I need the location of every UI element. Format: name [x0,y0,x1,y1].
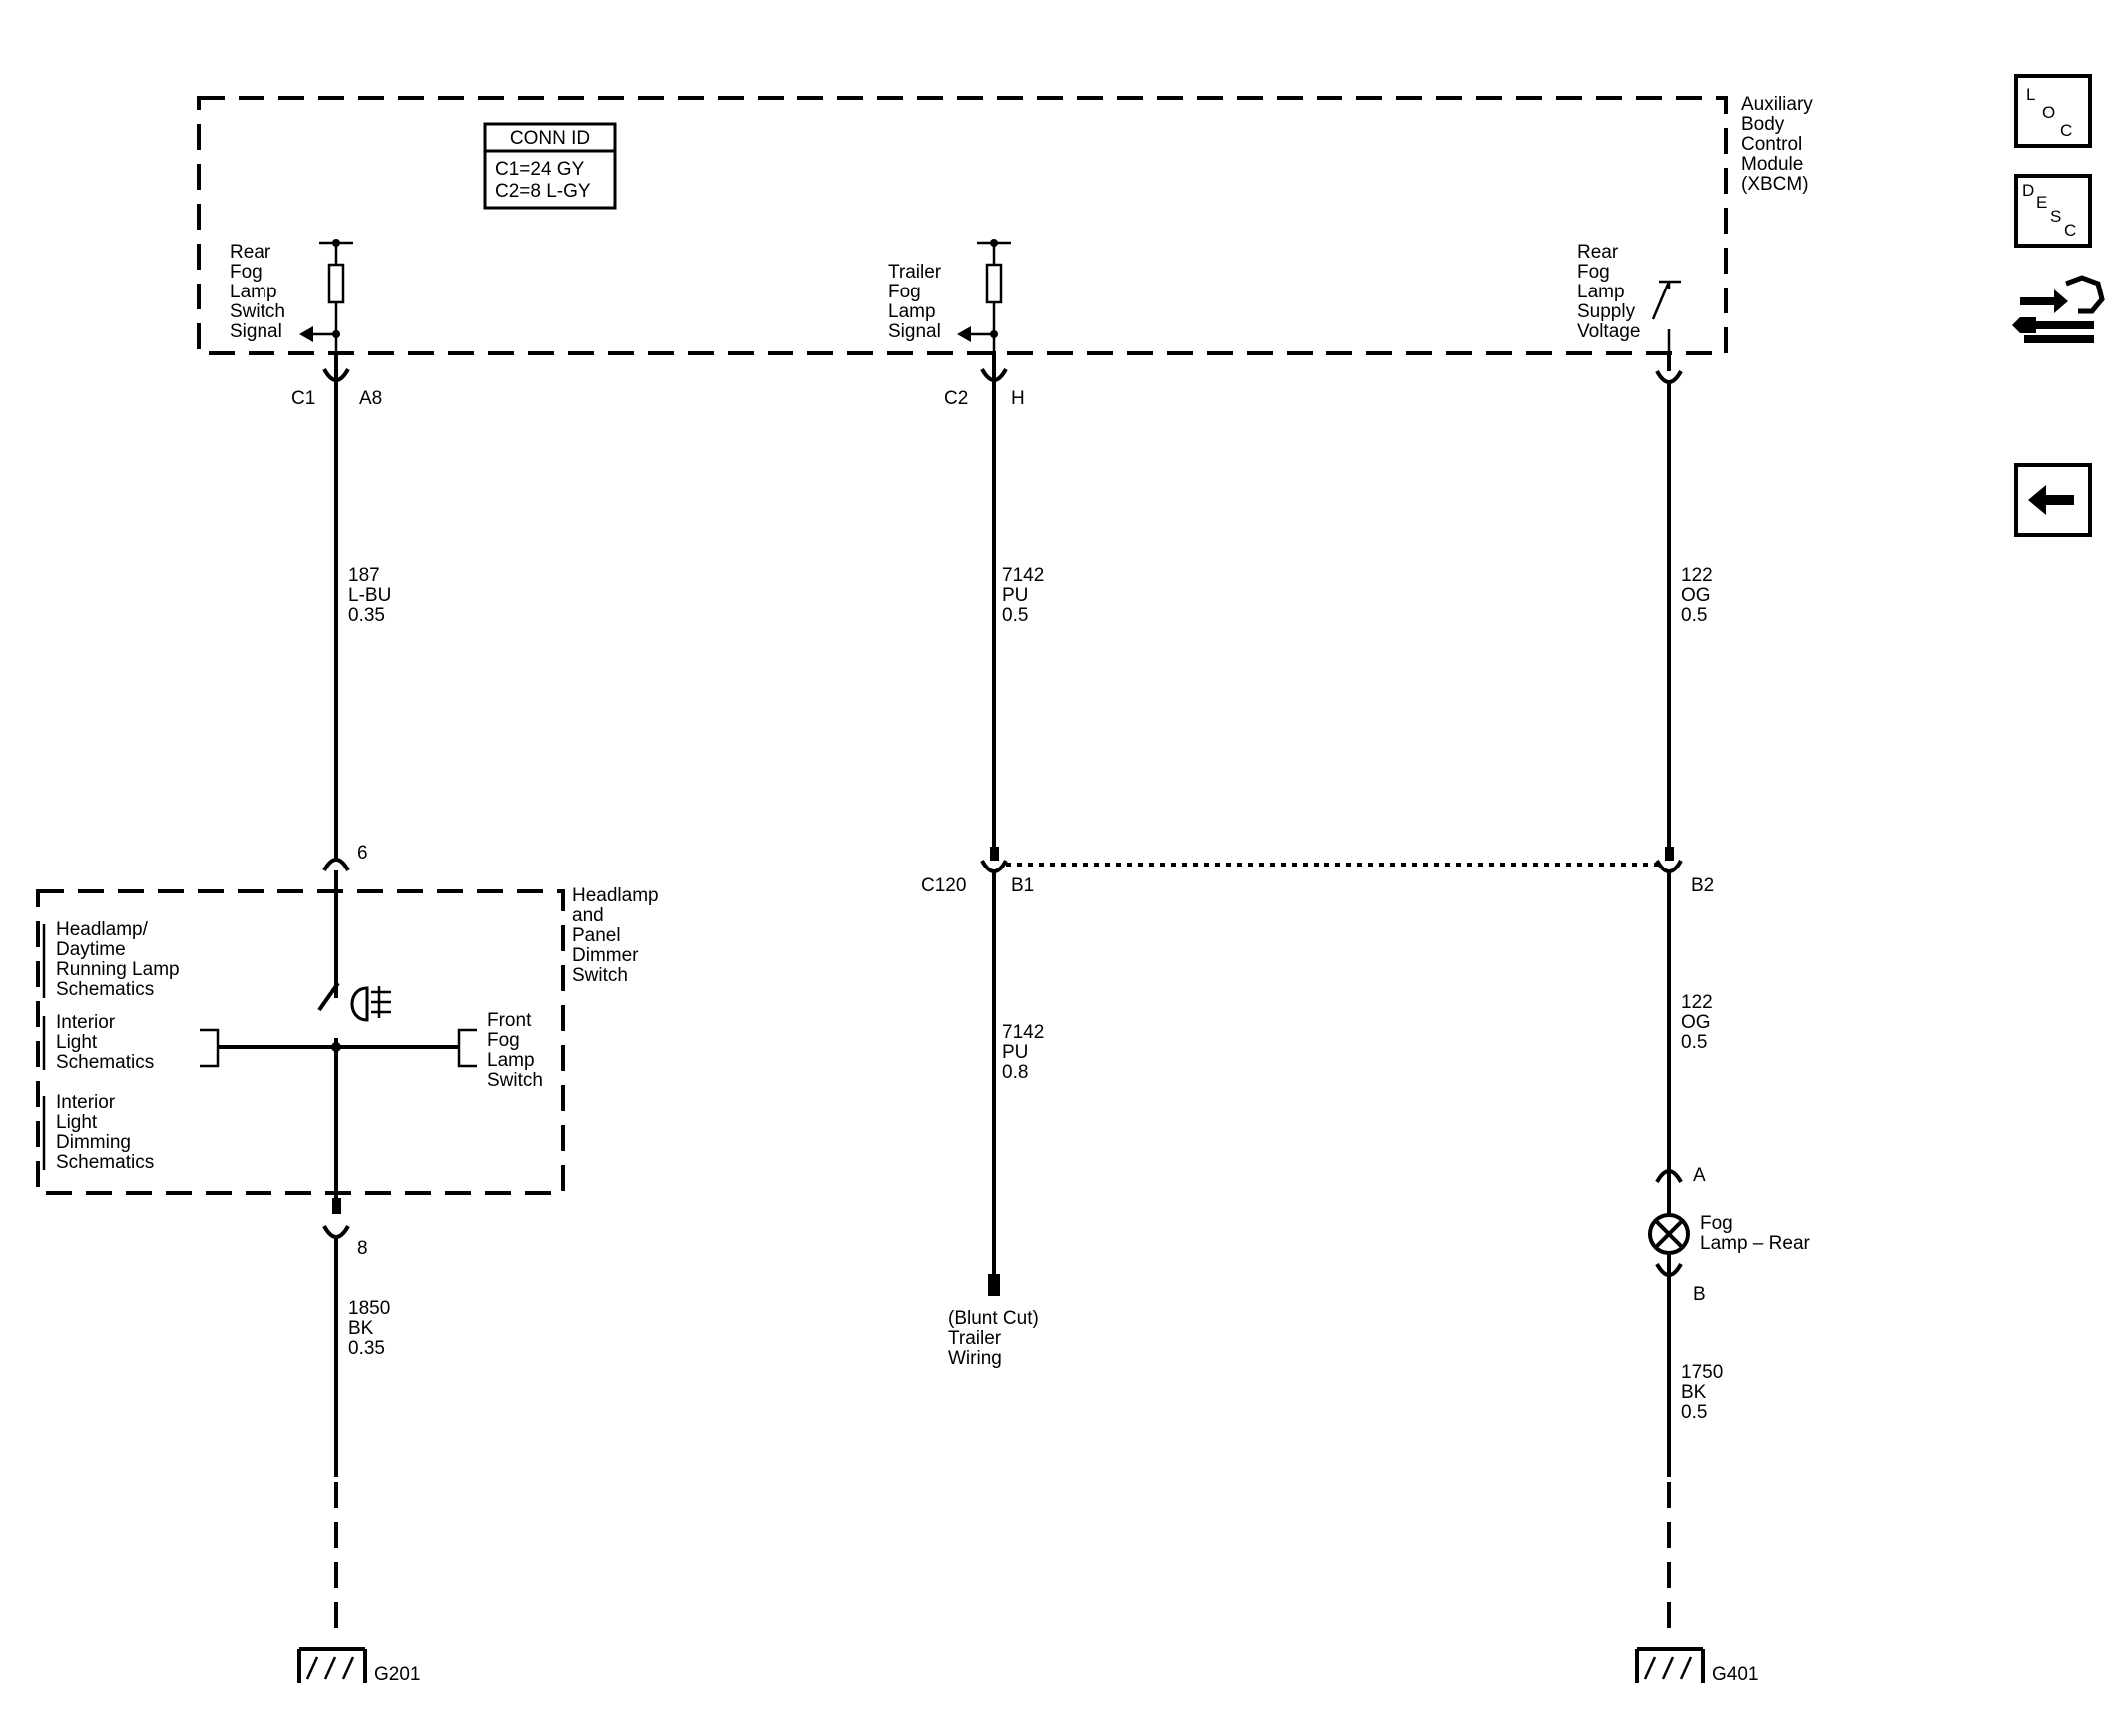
pin-a8-label: A8 [359,388,382,409]
trailer-fog-signal-circuit: Trailer Fog Lamp Signal C2 H 7142 PU 0.5… [888,239,1050,1369]
module-name: Auxiliary Body Control Module (XBCM) [1741,94,1818,195]
connector-c120-b1-icon [980,859,1008,873]
fog-switch-contact-icon [317,981,340,1012]
rear-fog-supply-circuit: Rear Fog Lamp Supply Voltage 122 OG 0.5 … [1577,242,1811,1685]
fog-lamp-symbol-icon [350,986,391,1022]
svg-text:L: L [2026,85,2035,104]
back-button[interactable] [2014,463,2092,537]
wire-7142-lower-label: 7142 PU 0.8 [1002,1022,1050,1083]
svg-text:E: E [2036,193,2047,212]
connector-c120-b2-icon [1655,859,1683,873]
wire-7142-upper-label: 7142 PU 0.5 [1002,565,1050,626]
wrench-icon [2012,317,2094,333]
front-fog-lamp-switch-label: Front Fog Lamp Switch [487,1010,543,1091]
ground-g401-icon [1635,1647,1705,1683]
svg-text:C: C [2064,221,2076,240]
hand-icon [2065,275,2105,314]
ground-g201-label: G201 [374,1664,420,1685]
xbcm-module-border [197,96,1728,355]
rear-fog-lamp-label: Fog Lamp – Rear [1700,1213,1811,1254]
wire-187-label: 187 L-BU 0.35 [348,565,397,626]
pin-b1-label: B1 [1011,875,1034,896]
switch-assembly-border [36,889,565,1195]
trailer-fog-signal-label: Trailer Fog Lamp Signal [888,262,946,342]
lamp-pin-b-label: B [1693,1284,1706,1305]
blunt-cut-trailer-wiring-label: (Blunt Cut) Trailer Wiring [948,1308,1044,1369]
arrows-icon [2020,289,2068,313]
svg-text:C: C [2060,121,2072,140]
pullup-resistor-icon [327,263,345,304]
loc-button[interactable]: L O C [2014,74,2092,148]
pin-6-label: 6 [357,843,368,864]
trailer-signal-arrow-icon [957,326,971,342]
pin-h-label: H [1011,388,1025,409]
conn-id-c2: C2=8 L-GY [495,181,591,202]
lamp-pin-a-connector-icon [1655,1169,1683,1184]
connector-c1-label: C1 [291,388,315,409]
rear-fog-supply-label: Rear Fog Lamp Supply Voltage [1577,242,1640,342]
rear-fog-switch-signal-circuit: Rear Fog Lamp Switch Signal C1 A8 187 L-… [230,239,397,872]
wire-122-upper-label: 122 OG 0.5 [1681,565,1718,626]
pin-8-label: 8 [357,1238,368,1259]
switch-assembly-name: Headlamp and Panel Dimmer Switch [572,885,664,986]
headlamp-schematics-ref: Headlamp/ Daytime Running Lamp Schematic… [56,919,185,1000]
connector-c120-label: C120 [921,875,966,896]
ground-g201-icon [297,1647,367,1683]
lamp-pin-a-label: A [1693,1165,1706,1186]
svg-text:D: D [2022,181,2034,200]
supply-driver-switch-icon [1651,280,1681,351]
svg-text:O: O [2042,103,2055,122]
lamp-pin-b-connector-icon [1655,1262,1683,1277]
connector-c2-icon [980,367,1008,382]
pin-b2-label: B2 [1691,875,1714,896]
connector-hand-wrench-button[interactable] [2012,275,2105,343]
wire-1850-label: 1850 BK 0.35 [348,1298,396,1359]
supply-connector-icon [1655,369,1683,384]
svg-text:S: S [2050,207,2061,226]
interior-light-schematics-ref: Interior Light Schematics [56,1012,154,1073]
back-arrow-icon [2028,485,2074,515]
pin-8-connector-icon [322,1224,350,1239]
desc-button[interactable]: D E S C [2014,174,2092,248]
conn-id-c1: C1=24 GY [495,159,585,180]
signal-arrow-icon [299,326,313,342]
ground-g401-label: G401 [1712,1664,1758,1685]
trailer-pullup-resistor-icon [985,263,1003,304]
blunt-cut-end-icon [988,1274,1000,1296]
rear-fog-lamp-bulb-icon [1648,1213,1690,1255]
wire-122-lower-label: 122 OG 0.5 [1681,992,1718,1053]
rear-fog-switch-signal-label: Rear Fog Lamp Switch Signal [230,242,290,342]
interior-dimming-schematics-ref: Interior Light Dimming Schematics [56,1092,154,1173]
conn-id-table: CONN ID C1=24 GY C2=8 L-GY [483,122,617,210]
wire-1750-label: 1750 BK 0.5 [1681,1362,1729,1423]
headlamp-dimmer-switch-assembly: Headlamp and Panel Dimmer Switch Headlam… [36,870,664,1685]
conn-id-title: CONN ID [510,128,590,149]
connector-c2-label: C2 [944,388,968,409]
pin-6-connector-icon [322,858,350,872]
xbcm-module: Auxiliary Body Control Module (XBCM) CON… [197,94,1818,355]
